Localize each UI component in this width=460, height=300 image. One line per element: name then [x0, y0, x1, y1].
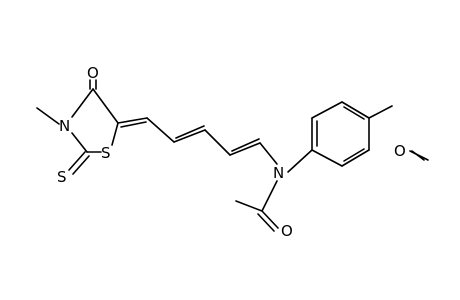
- chain-bond-2: [173, 129, 206, 143]
- thione-bond: [68, 151, 90, 175]
- acetyl-co-bond-2: [257, 213, 275, 232]
- aryl-o-bond: [368, 105, 393, 119]
- ring-inner-2: [343, 106, 365, 120]
- exocyclic-double-bond: [117, 117, 148, 128]
- ring-oxygen-label: O: [87, 64, 99, 82]
- methoxy-oxygen-label: O: [394, 142, 406, 160]
- bond-c5-ca: [117, 117, 148, 124]
- acetyl-oxygen-label: O: [281, 222, 293, 240]
- ring-nitrogen-label: N: [59, 117, 70, 135]
- ring-inner-3: [343, 148, 365, 162]
- ring-bond-2: [311, 101, 343, 119]
- ring-carbonyl: [89, 79, 97, 90]
- acetyl-group: [235, 180, 279, 232]
- acetyl-methyl-bond: [235, 200, 263, 212]
- chain-bond-4: [229, 142, 261, 156]
- bond-n3-c2: [71, 132, 88, 153]
- bond-c2-s-1: [68, 151, 86, 171]
- thione-sulfur-label: S: [57, 168, 67, 186]
- bond-s1-c5: [111, 122, 119, 146]
- bond-c4-c5: [92, 88, 119, 124]
- chain-bond-5: [259, 142, 278, 165]
- chain-bond-1: [146, 117, 175, 143]
- chain-bond-3: [204, 129, 231, 156]
- amide-n-c-bond: [261, 180, 278, 212]
- methoxy-group: [368, 105, 429, 161]
- o-methyl-bond-2: [409, 150, 429, 161]
- n-aryl-bond: [287, 149, 313, 173]
- bond-c2-s-2: [72, 155, 90, 175]
- acetyl-co-bond-1: [261, 210, 279, 229]
- ring-sulfur-label: S: [101, 144, 111, 162]
- ring-bond-6: [311, 149, 343, 167]
- polyene-chain: [146, 117, 278, 165]
- chain-bond-2-inner: [175, 125, 205, 139]
- chain-bond-4-inner: [231, 138, 260, 152]
- thiazolidinone-ring: [71, 88, 119, 153]
- amide-nitrogen-label: N: [273, 164, 284, 182]
- n-methyl-bond: [36, 107, 60, 125]
- ring-bond-5: [341, 149, 370, 167]
- ring-bond-3: [341, 101, 370, 119]
- methoxyphenyl-ring: [287, 101, 370, 173]
- bond-c5-ca-inner: [120, 121, 147, 128]
- bond-c4-n3: [71, 88, 94, 118]
